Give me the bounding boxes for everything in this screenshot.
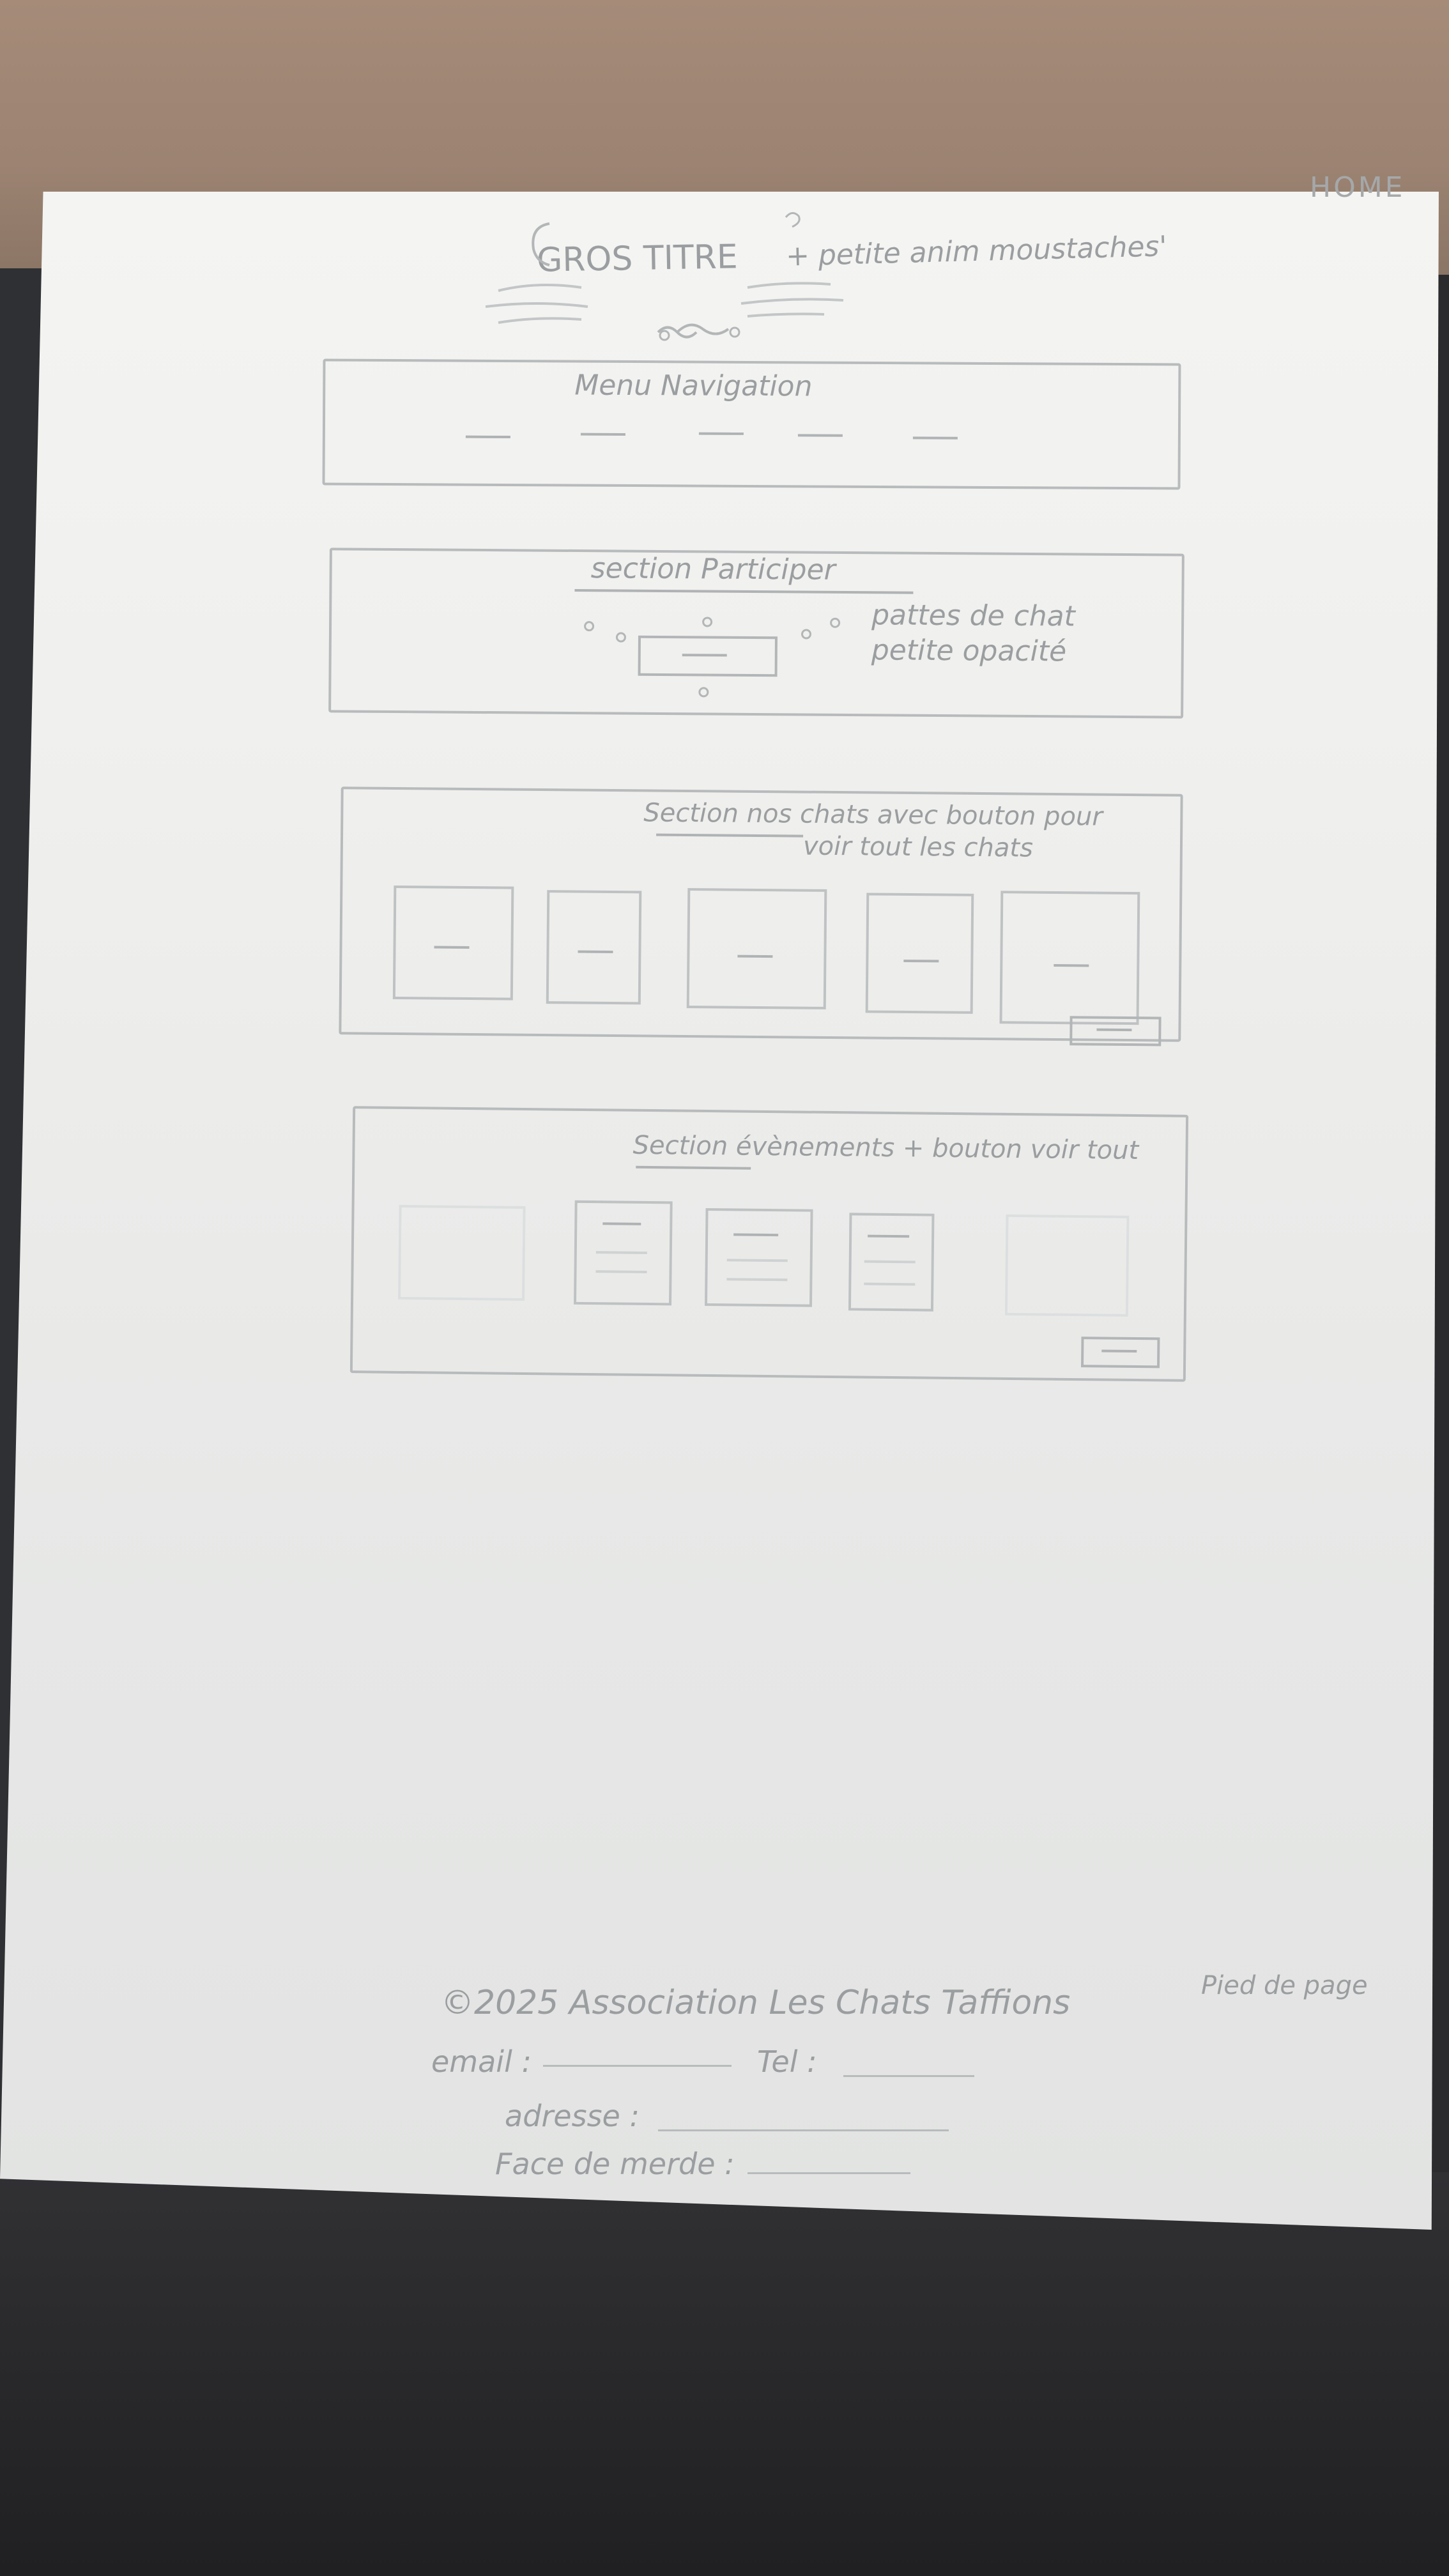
footer-adresse-label: adresse : — [505, 2099, 640, 2133]
nav-title: Menu Navigation — [574, 369, 813, 403]
nav-item[interactable] — [580, 433, 625, 436]
nav-item[interactable] — [912, 436, 958, 440]
footer-facebook-value — [747, 2172, 910, 2174]
evenements-title-underline — [636, 1165, 751, 1170]
paw-dot — [698, 687, 709, 698]
event-card[interactable] — [704, 1208, 813, 1307]
page-label: HOME — [1310, 171, 1406, 204]
event-card[interactable] — [848, 1213, 935, 1312]
participer-title: section Participer — [590, 552, 836, 586]
paw-dot — [830, 617, 841, 628]
voir-tous-chats-button[interactable] — [1070, 1016, 1162, 1046]
cat-card[interactable] — [392, 885, 514, 1000]
paw-dot — [801, 629, 812, 640]
cat-card[interactable] — [546, 890, 642, 1005]
footer-facebook-label: Face de merde : — [495, 2147, 735, 2181]
participer-note-1: pattes de chat — [871, 599, 1076, 633]
paw-dot — [584, 621, 595, 632]
footer-tel-label: Tel : — [757, 2044, 817, 2079]
footer-email-label: email : — [431, 2044, 532, 2079]
participer-button[interactable] — [638, 635, 778, 677]
event-card[interactable] — [398, 1204, 526, 1301]
desk-background-bottom — [0, 2172, 1449, 2576]
evenements-section: Section évènements + bouton voir tout — [349, 1106, 1189, 1382]
footer-email-value — [543, 2065, 732, 2067]
footer-adresse-value — [658, 2129, 949, 2131]
event-card[interactable] — [1004, 1214, 1130, 1317]
nav-item[interactable] — [465, 435, 510, 439]
chats-section: Section nos chats avec bouton pour voir … — [339, 786, 1183, 1046]
chats-title-line2: voir tout les chats — [802, 831, 1034, 863]
footer-copyright: ©2025 Association Les Chats Taffions — [441, 1984, 1071, 2022]
chats-title: Section nos chats avec bouton pour — [643, 798, 1103, 832]
evenements-title: Section évènements + bouton voir tout — [632, 1130, 1139, 1166]
cat-card[interactable] — [865, 893, 974, 1014]
footer-label: Pied de page — [1201, 1971, 1368, 2000]
participer-note-2: petite opacité — [871, 634, 1067, 668]
moustache-icon — [485, 212, 844, 341]
footer-tel-value — [843, 2075, 974, 2077]
paper-sheet — [0, 192, 1439, 2230]
participer-section: section Participer pattes de chat petite… — [328, 548, 1184, 719]
paw-dot — [615, 632, 627, 643]
voir-tout-evenements-button[interactable] — [1081, 1337, 1160, 1368]
cat-card[interactable] — [999, 891, 1140, 1025]
event-card[interactable] — [573, 1200, 673, 1306]
nav-item[interactable] — [797, 434, 843, 437]
cat-card[interactable] — [686, 887, 827, 1009]
nav-section: Menu Navigation — [322, 358, 1181, 490]
chats-title-underline — [656, 833, 804, 838]
participer-title-underline — [574, 589, 914, 594]
paw-dot — [702, 617, 713, 627]
nav-item[interactable] — [698, 432, 744, 435]
